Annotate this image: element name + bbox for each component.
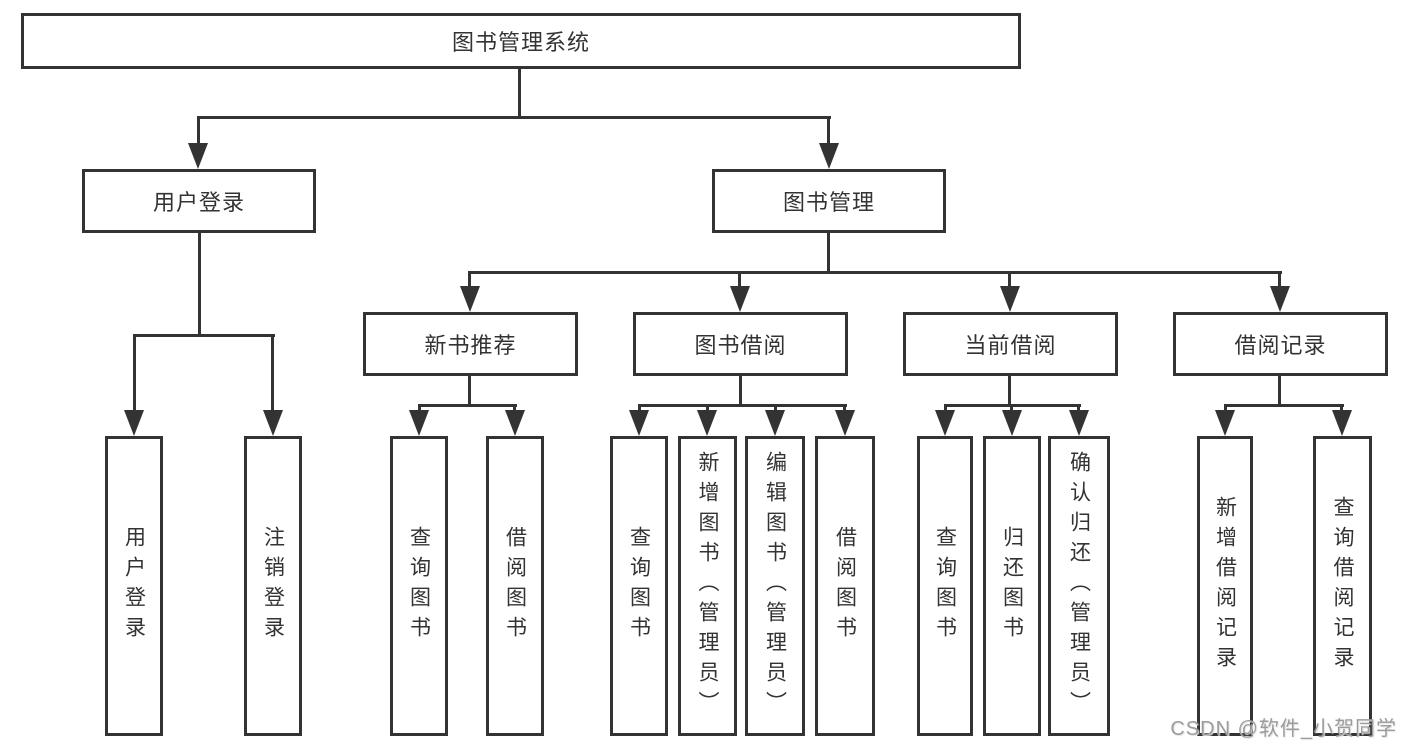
node-library-management-system: 图书管理系统 [21, 13, 1021, 69]
arrow-down-icon [765, 410, 785, 436]
connector-line [133, 336, 136, 412]
connector-line [133, 334, 275, 337]
leaf-borrow-books-recommend: 借阅图书 [486, 436, 544, 736]
node-user-login-module: 用户登录 [82, 169, 316, 233]
connector-line [1008, 376, 1011, 406]
connector-line [827, 233, 830, 274]
connector-line [271, 336, 274, 412]
connector-line [774, 405, 777, 412]
arrow-down-icon [263, 410, 283, 436]
arrow-down-icon [835, 410, 855, 436]
connector-line [738, 273, 741, 288]
leaf-confirm-return-admin: 确认归还（管理员） [1048, 436, 1110, 736]
node-book-borrowing: 图书借阅 [633, 312, 848, 376]
connector-line [1224, 404, 1344, 407]
arrow-down-icon [1332, 410, 1352, 436]
arrow-down-icon [1000, 286, 1020, 312]
connector-line [197, 116, 831, 119]
leaf-user-login: 用户登录 [105, 436, 163, 736]
connector-line [638, 405, 641, 412]
arrow-down-icon [730, 286, 750, 312]
csdn-watermark: CSDN @软件_小贺同学 [1170, 718, 1397, 740]
connector-line [1077, 405, 1080, 412]
connector-line [1010, 405, 1013, 412]
node-borrow-records: 借阅记录 [1173, 312, 1388, 376]
node-current-borrowing: 当前借阅 [903, 312, 1118, 376]
connector-line [739, 376, 742, 406]
connector-line [513, 405, 516, 412]
arrow-down-icon [124, 410, 144, 436]
connector-line [843, 405, 846, 412]
leaf-logout: 注销登录 [244, 436, 302, 736]
leaf-query-borrow-record: 查询借阅记录 [1313, 436, 1372, 736]
arrow-down-icon [629, 410, 649, 436]
arrow-down-icon [1215, 410, 1235, 436]
connector-line [1278, 376, 1281, 406]
connector-line [418, 404, 517, 407]
arrow-down-icon [819, 143, 839, 169]
connector-line [944, 405, 947, 412]
connector-line [827, 118, 830, 145]
leaf-add-borrow-record: 新增借阅记录 [1197, 436, 1253, 736]
arrow-down-icon [935, 410, 955, 436]
connector-line [1008, 273, 1011, 288]
connector-line [706, 405, 709, 412]
connector-line [198, 233, 201, 336]
arrow-down-icon [1002, 410, 1022, 436]
leaf-return-books: 归还图书 [983, 436, 1041, 736]
arrow-down-icon [409, 410, 429, 436]
connector-line [468, 376, 471, 406]
arrow-down-icon [505, 410, 525, 436]
leaf-query-books-borrowing: 查询图书 [610, 436, 668, 736]
connector-line [197, 118, 200, 145]
leaf-query-books-recommend: 查询图书 [390, 436, 448, 736]
connector-line [468, 271, 1282, 274]
arrow-down-icon [1069, 410, 1089, 436]
leaf-borrow-books: 借阅图书 [815, 436, 875, 736]
arrow-down-icon [1270, 286, 1290, 312]
leaf-edit-book-admin: 编辑图书（管理员） [745, 436, 805, 736]
connector-line [518, 69, 521, 118]
arrow-down-icon [460, 286, 480, 312]
arrow-down-icon [697, 410, 717, 436]
leaf-query-books-current: 查询图书 [917, 436, 973, 736]
connector-line [418, 405, 421, 412]
node-new-book-recommend: 新书推荐 [363, 312, 578, 376]
connector-line [1224, 405, 1227, 412]
arrow-down-icon [188, 143, 208, 169]
leaf-add-book-admin: 新增图书（管理员） [678, 436, 737, 736]
connector-line [1340, 405, 1343, 412]
connector-line [1278, 273, 1281, 288]
connector-line [638, 404, 847, 407]
node-book-management: 图书管理 [712, 169, 946, 233]
connector-line [468, 273, 471, 288]
